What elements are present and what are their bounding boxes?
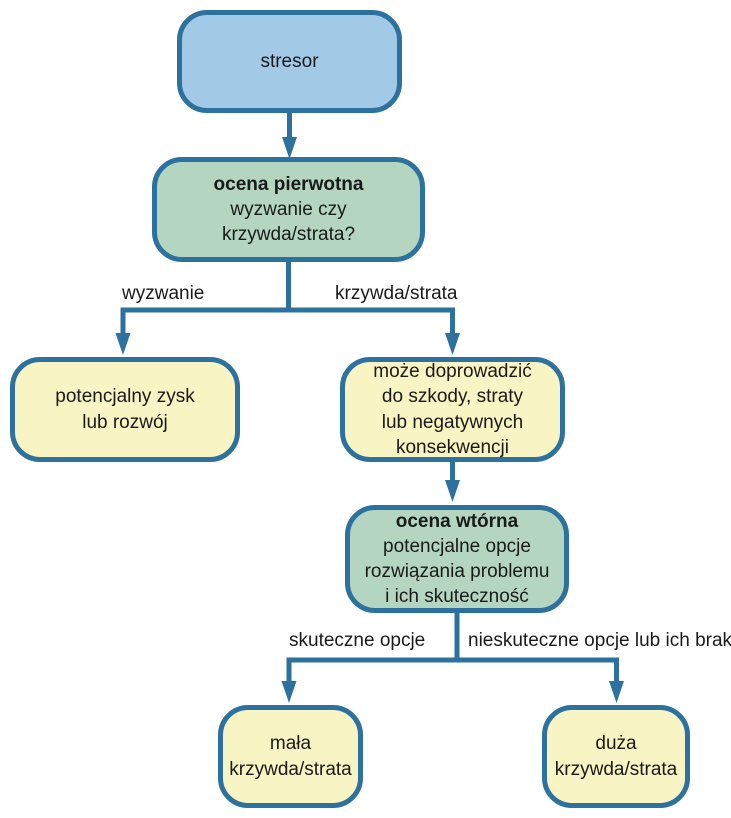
arrowhead-stressor-to-primary bbox=[282, 137, 297, 159]
node-small-harm-label: mała krzywda/strata bbox=[229, 733, 352, 780]
branch-primary-split bbox=[120, 262, 455, 335]
node-primary-appraisal-subtitle: wyzwanie czy krzywda/strata? bbox=[221, 198, 356, 246]
branch-secondary-split bbox=[286, 613, 619, 683]
node-primary-appraisal-title: ocena pierwotna bbox=[213, 173, 364, 195]
node-potential-gain: potencjalny zysk lub rozwój bbox=[10, 357, 240, 462]
edge-label-challenge: wyzwanie bbox=[122, 283, 205, 304]
edge-label-ineffective-options: nieskuteczne opcje lub ich brak bbox=[468, 630, 731, 651]
arrowhead-harm-to-secondary bbox=[445, 480, 460, 502]
node-secondary-appraisal-subtitle: potencjalne opcje rozwiązania problemu i… bbox=[364, 535, 550, 608]
node-primary-appraisal: ocena pierwotna wyzwanie czy krzywda/str… bbox=[152, 157, 425, 262]
node-stressor: stresor bbox=[177, 10, 402, 113]
node-may-lead-to-harm: może doprowadzić do szkody, straty lub n… bbox=[340, 357, 565, 462]
node-potential-gain-label: potencjalny zysk lub rozwój bbox=[55, 386, 195, 433]
arrowhead-harm-branch bbox=[445, 333, 460, 355]
arrowhead-ineffective-branch bbox=[609, 681, 624, 703]
arrowhead-effective-branch bbox=[281, 681, 297, 703]
node-stressor-label: stresor bbox=[260, 50, 319, 72]
node-secondary-appraisal-title: ocena wtórna bbox=[395, 510, 519, 532]
node-small-harm: mała krzywda/strata bbox=[218, 705, 363, 808]
edge-label-effective-options: skuteczne opcje bbox=[289, 630, 426, 651]
node-may-lead-to-harm-label: może doprowadzić do szkody, straty lub n… bbox=[373, 361, 532, 458]
node-large-harm: duża krzywda/strata bbox=[542, 705, 690, 808]
node-large-harm-label: duża krzywda/strata bbox=[554, 733, 678, 780]
node-secondary-appraisal: ocena wtórna potencjalne opcje rozwiązan… bbox=[345, 505, 569, 613]
arrowhead-challenge-branch bbox=[115, 333, 131, 355]
edge-label-harm-loss: krzywda/strata bbox=[335, 283, 458, 304]
